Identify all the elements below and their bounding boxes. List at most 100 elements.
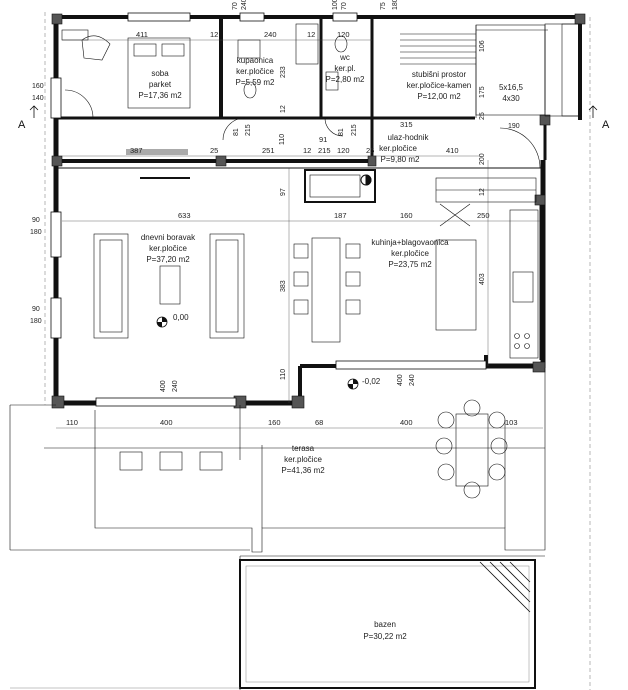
dim-bottom-1: 240: [172, 380, 179, 392]
sofa-right: [209, 233, 245, 339]
shower-tray: [295, 23, 319, 65]
room-kuhinja-floor: ker.pločice: [391, 249, 429, 258]
dimension-lines: [56, 39, 543, 429]
window-bottom-left: [95, 397, 237, 407]
dim-living-0: 633: [178, 211, 191, 220]
terrace-seat-1: [463, 399, 481, 417]
dim-mid-3: 12: [303, 146, 311, 155]
dim-mid-5: 120: [337, 146, 350, 155]
walls: [52, 15, 582, 406]
kitchen-island: [435, 239, 477, 331]
level-marker-fill: [157, 317, 167, 327]
level-living: 0,00: [173, 313, 189, 322]
sofa-left: [93, 233, 129, 339]
dim-top-1: 12: [210, 30, 218, 39]
dim-bottom-0: 400: [160, 380, 167, 392]
fireplace-flue-fill: [365, 174, 372, 186]
fireplace: [304, 169, 376, 203]
dim-top-4: 120: [337, 30, 350, 39]
dim-bath-4: 81: [338, 128, 345, 136]
section-arrow-right-icon: [588, 105, 598, 118]
dim-mid-4: 215: [318, 146, 331, 155]
window-left-3: [50, 297, 62, 339]
sofa-left-inner: [99, 239, 123, 333]
dim-stair-1: 175: [479, 86, 486, 98]
hatch-bottom-mid2: [291, 395, 305, 409]
wc-sink: [325, 71, 339, 91]
dim-bath-0: 233: [280, 66, 287, 78]
kitchen-sink: [512, 271, 534, 303]
fireplace-inner: [309, 174, 361, 198]
dim-terrace-1: 400: [160, 418, 173, 427]
dim-bath-5: 215: [351, 124, 358, 136]
dim-living-2: 160: [400, 211, 413, 220]
hatch-kitchen: [534, 194, 546, 206]
dim-bath-7: 91: [319, 135, 327, 144]
fireplace-body: [304, 169, 376, 203]
bed-pillow-1: [133, 43, 157, 57]
bed-pillow-2: [161, 43, 185, 57]
room-soba-floor: parket: [149, 80, 172, 89]
terrace-table: [455, 413, 489, 487]
window-left-1: [50, 77, 62, 119]
dim-stair-2: 25: [479, 112, 486, 120]
dim-terrace-4: 400: [400, 418, 413, 427]
window-bedroom: [127, 12, 191, 22]
room-kupaonica-area: P=5,59 m2: [236, 78, 275, 87]
dim-topv-1: 240: [241, 0, 248, 10]
pool-inner: [245, 565, 530, 683]
dim-bath-1: 12: [280, 105, 287, 113]
level-marker-fill-2: [348, 379, 358, 389]
hob-2: [524, 333, 530, 339]
hatch-mid-2: [367, 155, 377, 167]
dim-mid-0: 387: [130, 146, 143, 155]
bed: [127, 37, 191, 109]
stair-frame-right: [561, 23, 581, 117]
dim-stair-0: 106: [479, 40, 486, 52]
terrace-seat-8: [437, 411, 455, 429]
window-bath: [239, 12, 265, 22]
terrace-chair-1: [119, 451, 143, 471]
dim-bath-2: 81: [233, 128, 240, 136]
dim-left-0: 160: [32, 83, 44, 90]
hatch-bottom-left: [51, 395, 65, 409]
staircase: [400, 23, 582, 118]
dim-hall-1: 97: [280, 188, 287, 196]
dim-topv-4: 75: [380, 2, 387, 10]
dim-stair-3: 190: [508, 123, 520, 130]
room-stubiste-name: stubišni prostor: [412, 70, 467, 79]
kitchen-units: [435, 177, 539, 359]
wc-toilet: [334, 35, 348, 53]
room-soba-name: soba: [151, 69, 169, 78]
terrace-seat-5: [463, 481, 481, 499]
dining-chair-2: [293, 271, 309, 287]
door-bath-arc: [222, 117, 246, 141]
dining-set: [293, 237, 361, 343]
dim-topv-5: 180: [392, 0, 399, 10]
terrace-seat-4: [488, 463, 506, 481]
hob-1: [514, 333, 520, 339]
terrace-outline: [10, 368, 546, 553]
wall-hatches: [51, 13, 586, 409]
site-lines: [10, 12, 591, 690]
stair-note-1: 5x16,5: [499, 83, 524, 92]
dim-topv-3: 70: [341, 2, 348, 10]
dim-kitchen-vertical: 403: [479, 273, 486, 285]
kitchen-counter: [509, 209, 539, 359]
section-mark-right: A: [602, 119, 610, 131]
dim-bottom-2: 110: [280, 369, 287, 380]
room-stubiste-floor: ker.pločice-kamen: [407, 81, 471, 90]
dim-terrace-2: 160: [268, 418, 281, 427]
dim-top-2: 240: [264, 30, 277, 39]
room-terasa-area: P=41,36 m2: [281, 466, 325, 475]
coffee-table: [159, 265, 181, 305]
dim-living-3: 250: [477, 211, 490, 220]
dim-hall-0: 200: [479, 153, 486, 165]
terrace-seat-2: [488, 411, 506, 429]
terrace-seat-3: [490, 437, 508, 455]
dim-bath-3: 215: [245, 124, 252, 136]
room-labels: soba parket P=17,36 m2 kupaonica ker.plo…: [138, 53, 523, 641]
bath-toilet: [243, 81, 257, 99]
room-soba-area: P=17,36 m2: [138, 91, 182, 100]
